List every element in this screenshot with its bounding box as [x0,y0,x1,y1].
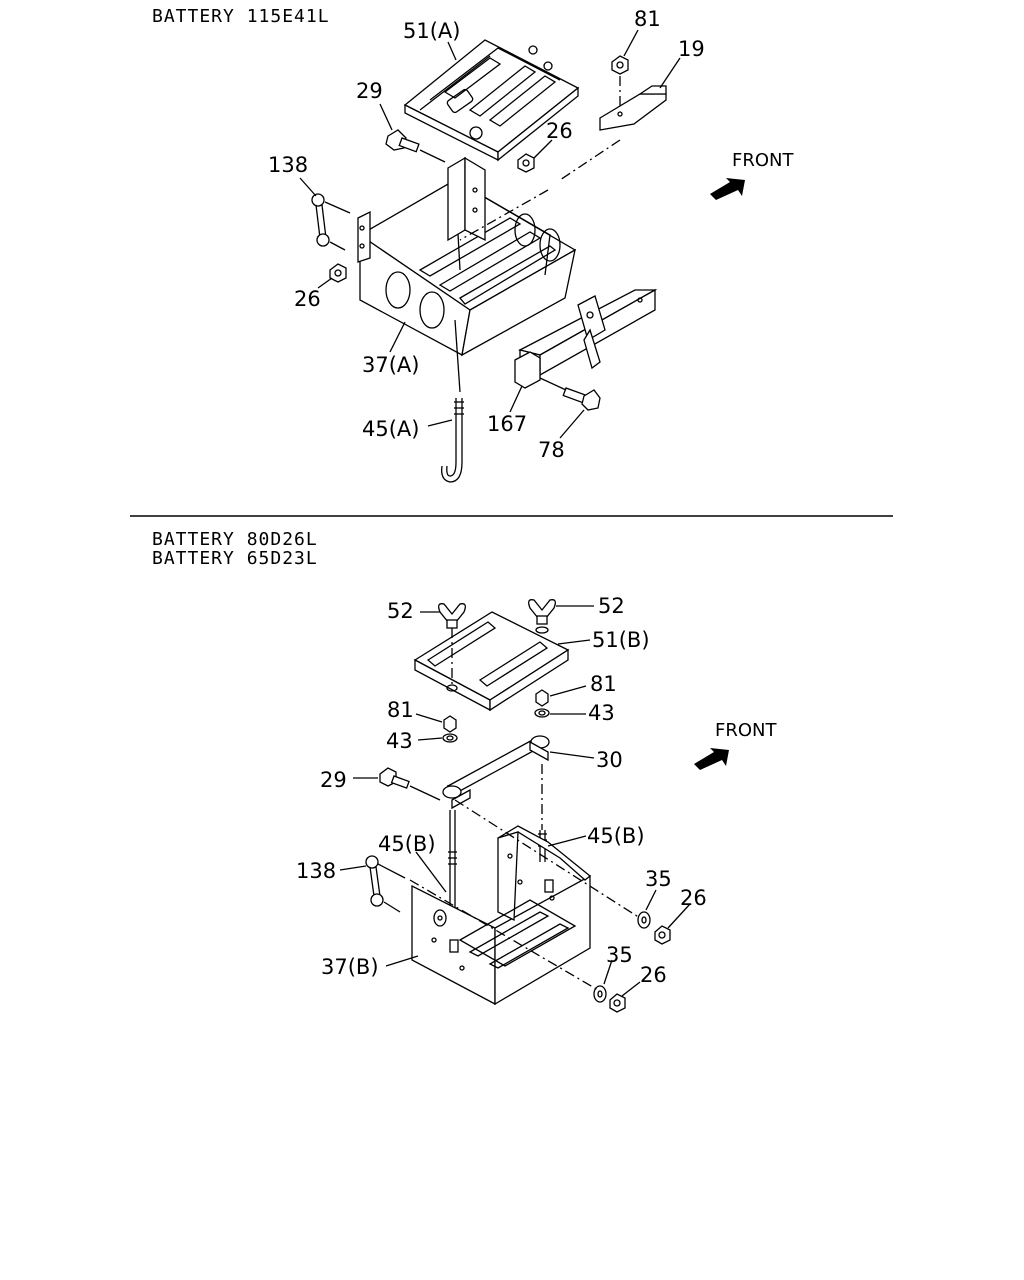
washer-43-b-left [442,733,458,743]
label-138-b: 138 [296,859,336,883]
label-26-a-left: 26 [294,287,321,311]
nut-26-a-top [517,153,535,173]
label-81-right: 81 [590,672,617,696]
label-45b-right: 45(B) [587,824,645,848]
bolt-78 [539,377,601,411]
label-167: 167 [487,412,527,436]
label-26-b-top: 26 [680,886,707,910]
label-45a: 45(A) [362,417,419,441]
label-81-a: 81 [634,7,661,31]
label-29-b: 29 [320,768,347,792]
label-52-left: 52 [387,599,414,623]
section-b-title-1: BATTERY 80D26L [152,529,318,550]
nut-26-b-top [654,925,671,945]
label-78: 78 [538,438,565,462]
label-51b: 51(B) [592,628,650,652]
labels-a: 51(A) 81 19 29 26 138 26 37(A) 45(A) 167… [268,7,705,462]
leader-lines-a [299,29,681,439]
nut-26-a-left [329,263,347,283]
label-29-a: 29 [356,79,383,103]
section-b-title-2: BATTERY 65D23L [152,548,318,569]
front-label-a: FRONT [732,150,794,171]
clamp-bar-30 [442,735,550,830]
label-19: 19 [678,37,705,61]
label-43-left: 43 [386,729,413,753]
nut-81-b-left [443,715,457,733]
front-arrow-a: FRONT [710,150,794,200]
label-81-left: 81 [387,698,414,722]
nut-26-b-bottom [609,993,626,1013]
washer-35-b-bottom [593,985,607,1003]
spacer-167 [514,351,541,389]
section-a-title: BATTERY 115E41L [152,6,330,27]
rod-138-a [311,193,351,251]
label-37a: 37(A) [362,353,419,377]
leader-lines-b [339,605,691,997]
label-52-right: 52 [598,594,625,618]
washer-35-b-top [637,911,651,929]
wing-nut-52-right [528,599,556,634]
label-138-a: 138 [268,153,308,177]
battery-cover-b [413,611,570,712]
front-label-b: FRONT [715,720,777,741]
label-43-right: 43 [588,701,615,725]
label-35-top: 35 [645,867,672,891]
label-26-a-top: 26 [546,119,573,143]
section-a: BATTERY 115E41L [152,6,794,483]
dash-line-b-1 [454,799,641,919]
washer-43-b-right [534,708,550,718]
battery-tray-b [411,825,592,1006]
j-bolt-45-a [441,398,464,483]
label-26-b-bottom: 26 [640,963,667,987]
label-45b-left: 45(B) [378,832,436,856]
section-b: BATTERY 80D26L BATTERY 65D23L [152,529,777,1013]
bolt-29-a [385,129,446,163]
bolt-29-b [379,767,441,801]
battery-tray-a [357,139,621,393]
label-51a: 51(A) [403,19,460,43]
battery-cover-a [403,39,580,162]
front-arrow-b: FRONT [694,720,777,770]
label-37b: 37(B) [321,955,379,979]
label-30: 30 [596,748,623,772]
bracket-19 [599,85,667,131]
labels-b: 52 52 51(B) 81 43 81 43 30 29 45(B) 45(B… [296,594,707,987]
label-35-bottom: 35 [606,943,633,967]
nut-81-b-right [535,689,549,707]
rod-138-b [365,855,406,913]
wing-nut-52-left [438,603,466,629]
dash-line-b-2 [409,879,599,991]
